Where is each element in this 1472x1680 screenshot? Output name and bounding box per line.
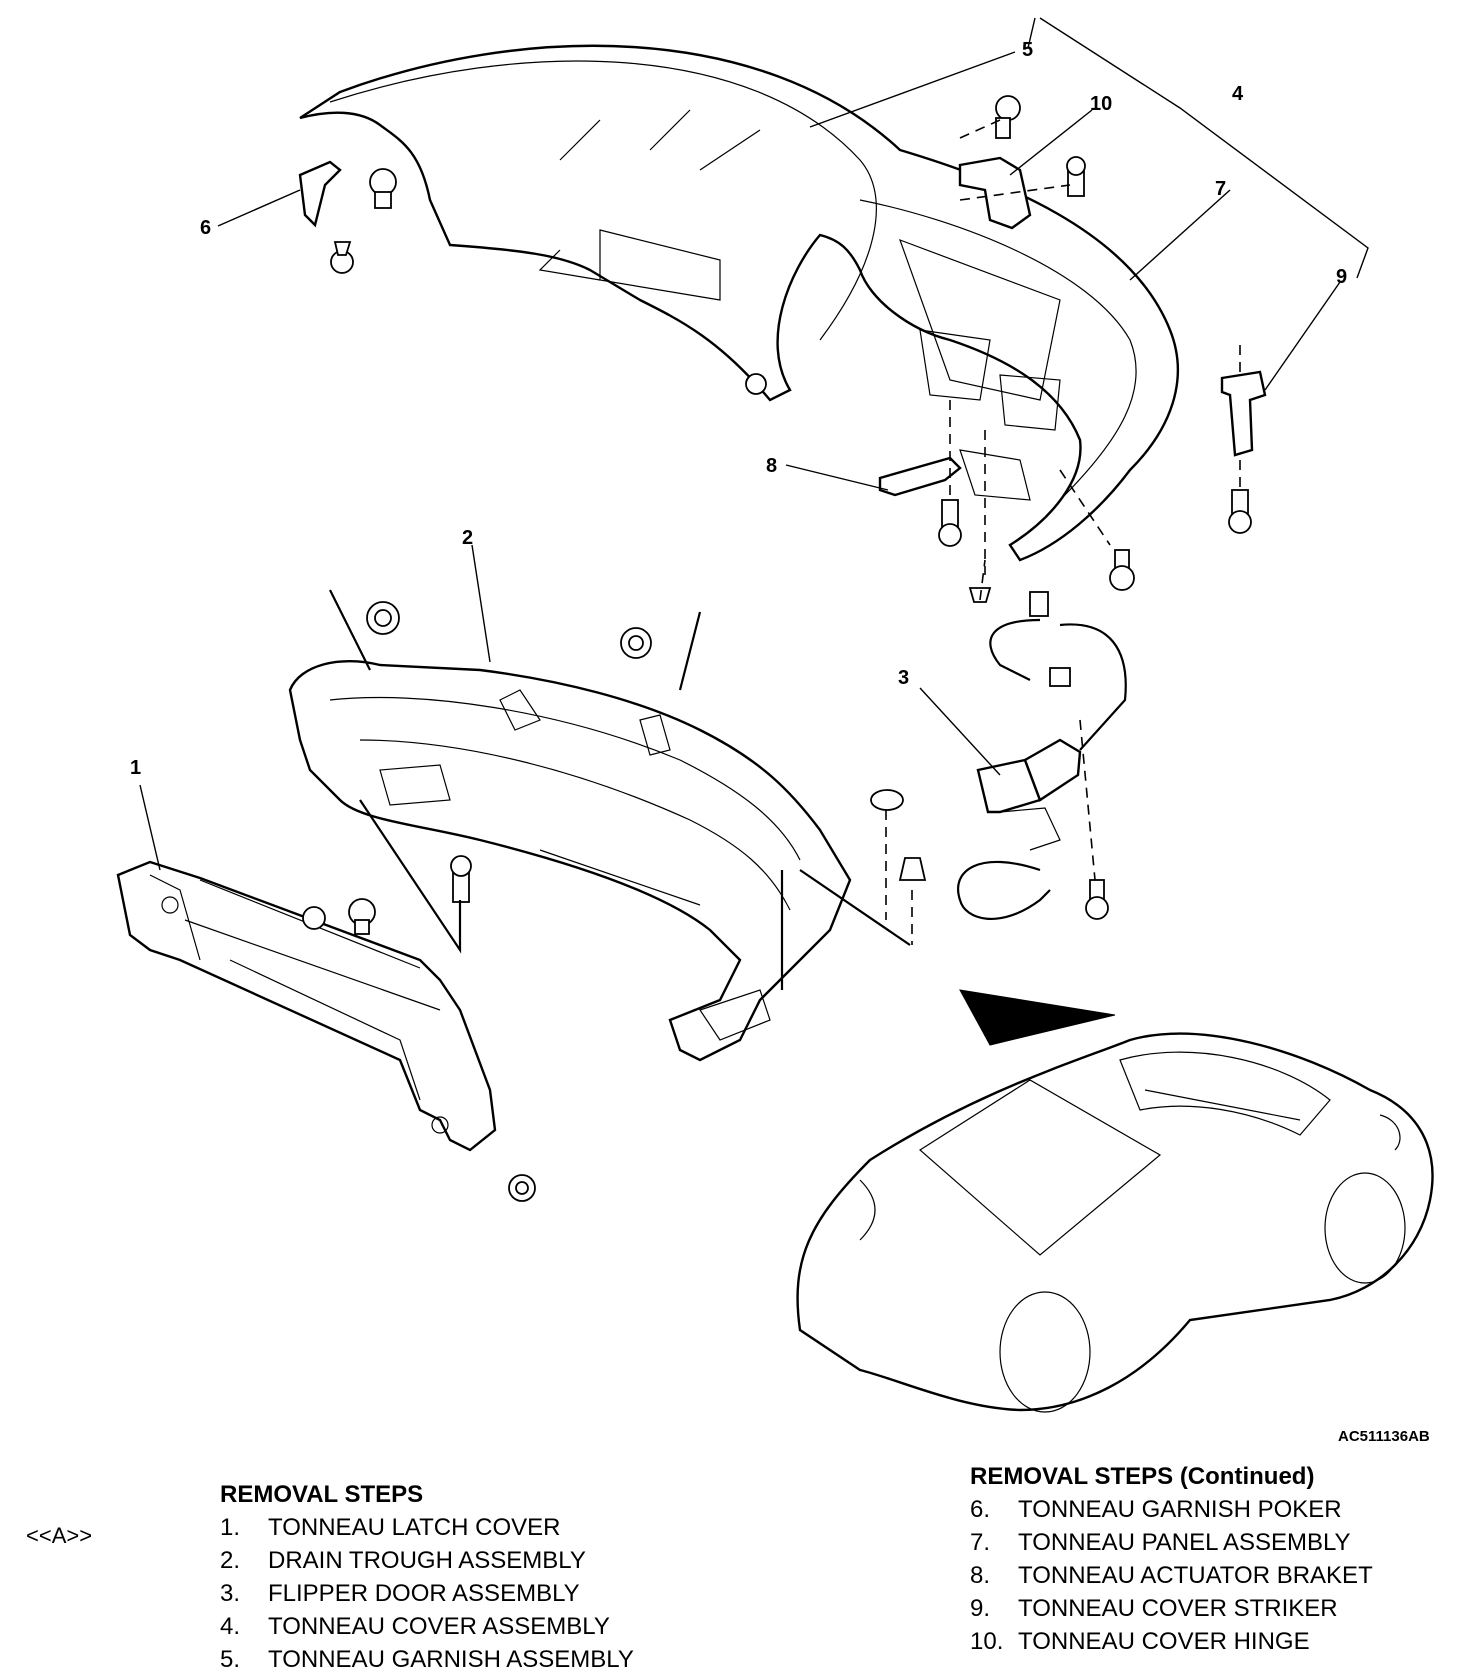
flipper-door-assembly-drawing xyxy=(957,591,1127,921)
removal-step: 9.TONNEAU COVER STRIKER xyxy=(970,1595,1338,1622)
fasteners xyxy=(302,95,1252,1202)
installation-lines xyxy=(329,119,1241,990)
tonneau-latch-cover-drawing xyxy=(116,860,497,1152)
callout-7: 7 xyxy=(1215,178,1226,200)
tonneau-actuator-braket-drawing xyxy=(878,456,962,497)
note-reference-a: <<A>> xyxy=(26,1523,93,1548)
removal-step: 7.TONNEAU PANEL ASSEMBLY xyxy=(970,1529,1351,1556)
removal-step: 1.TONNEAU LATCH COVER xyxy=(220,1514,561,1541)
tonneau-cover-assembly-drawing xyxy=(299,44,1179,562)
callout-3: 3 xyxy=(898,667,909,689)
view-direction-arrow xyxy=(959,989,1116,1046)
callout-4: 4 xyxy=(1232,83,1244,105)
drain-trough-assembly-drawing xyxy=(288,659,852,1062)
removal-step: 2.DRAIN TROUGH ASSEMBLY xyxy=(220,1547,586,1574)
removal-step: 8.TONNEAU ACTUATOR BRAKET xyxy=(970,1562,1373,1589)
removal-steps-continued-header: REMOVAL STEPS (Continued) xyxy=(970,1463,1315,1490)
removal-step: 4.TONNEAU COVER ASSEMBLY xyxy=(220,1613,610,1640)
callout-1: 1 xyxy=(130,757,141,779)
removal-step: 3.FLIPPER DOOR ASSEMBLY xyxy=(220,1580,580,1607)
tonneau-garnish-poker-drawing xyxy=(298,160,342,228)
removal-step: 5.TONNEAU GARNISH ASSEMBLY xyxy=(220,1646,634,1673)
removal-steps-header: REMOVAL STEPS xyxy=(220,1481,424,1508)
figure-code: AC511136AB xyxy=(1338,1428,1430,1445)
exploded-parts-diagram: 5 10 4 7 9 6 8 2 3 1 xyxy=(116,17,1434,1413)
removal-steps-continued-list: REMOVAL STEPS (Continued) 6.TONNEAU GARN… xyxy=(970,1460,1373,1658)
tonneau-cover-hinge-drawing xyxy=(958,156,1032,230)
callout-9: 9 xyxy=(1336,266,1347,288)
callout-6: 6 xyxy=(200,217,211,239)
vehicle-location-view xyxy=(796,989,1434,1413)
callout-10: 10 xyxy=(1090,93,1112,115)
callout-8: 8 xyxy=(766,455,777,477)
removal-step: 10.TONNEAU COVER HINGE xyxy=(970,1628,1310,1655)
tonneau-cover-striker-drawing xyxy=(1220,370,1267,457)
removal-step: 6.TONNEAU GARNISH POKER xyxy=(970,1496,1342,1523)
leader-lines xyxy=(139,17,1369,871)
removal-steps-list: REMOVAL STEPS 1.TONNEAU LATCH COVER 2.DR… xyxy=(220,1478,634,1676)
callout-2: 2 xyxy=(462,527,473,549)
callout-5: 5 xyxy=(1022,39,1033,61)
